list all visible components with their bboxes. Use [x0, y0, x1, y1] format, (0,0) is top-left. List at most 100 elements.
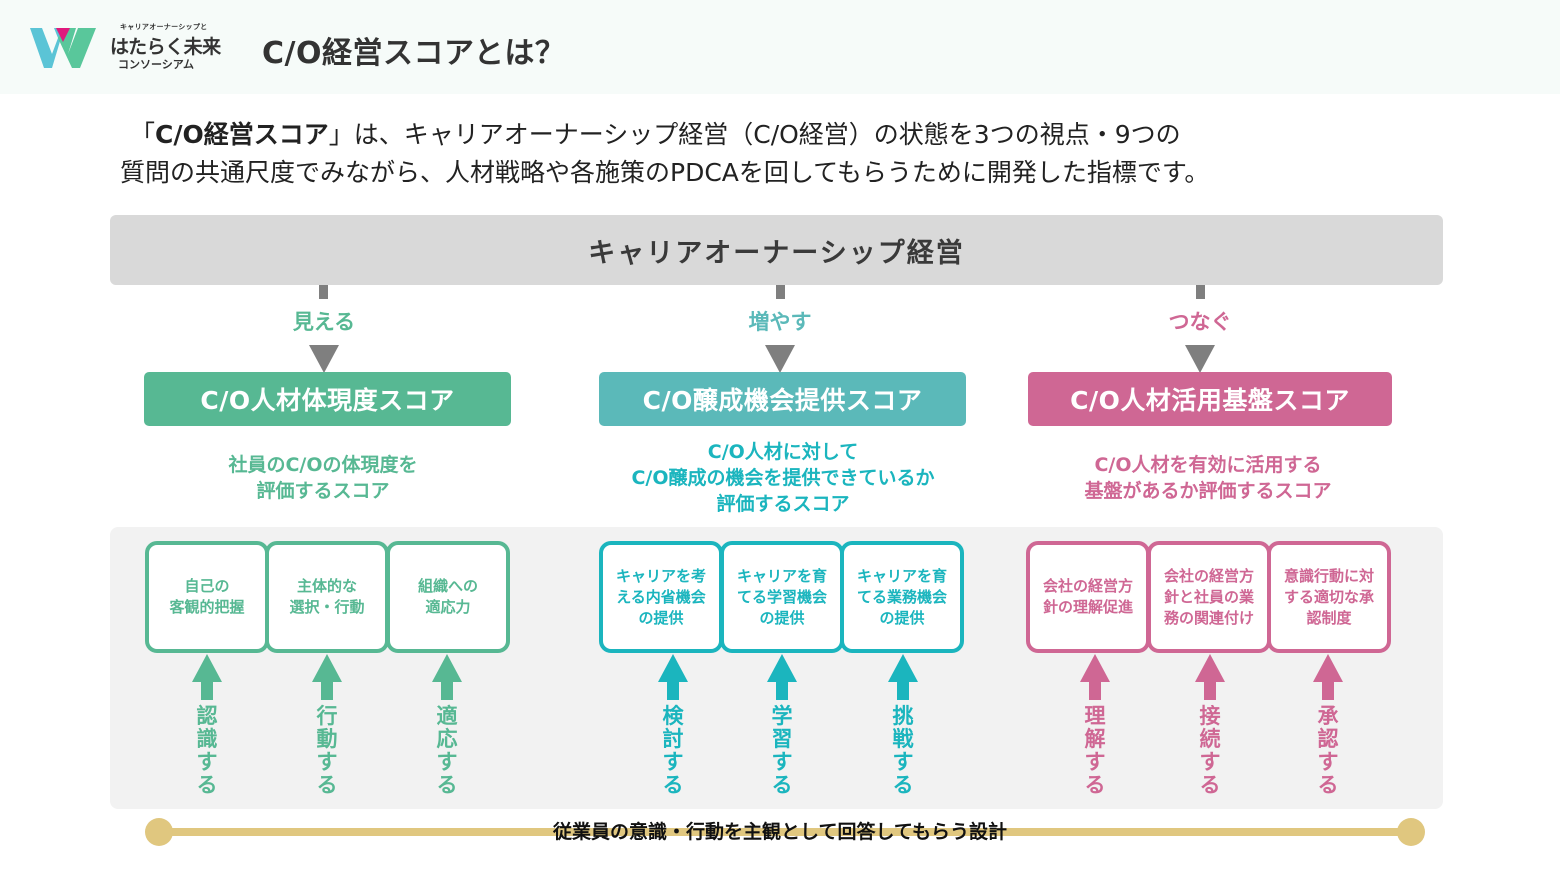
perspective-verb: 見える	[292, 310, 356, 334]
score-box-foundation[interactable]: C/O人材活用基盤スコア	[1028, 372, 1392, 426]
action-char: る	[196, 773, 218, 797]
score-description: C/O人材を有効に活用する 基盤があるか評価するスコア	[1084, 452, 1331, 504]
perspective-verb: つなぐ	[1168, 310, 1232, 334]
bracket-open: 「	[130, 120, 156, 149]
action-char: す	[662, 750, 684, 774]
question-line: キャリアを育	[736, 566, 827, 585]
action-label: 認識する	[192, 705, 222, 797]
action-char: る	[1084, 773, 1106, 797]
w-logo-icon	[30, 28, 96, 68]
down-arrow-icon	[309, 345, 339, 373]
perspective-verb: 増やす	[748, 310, 812, 334]
question-line: 意識行動に対	[1283, 566, 1374, 585]
question-line: 会社の経営方	[1042, 577, 1133, 595]
question-box[interactable]: キャリアを考える内省機会の提供	[599, 541, 723, 653]
question-box[interactable]: 意識行動に対する適切な承認制度	[1267, 541, 1391, 653]
action-char: す	[1317, 750, 1339, 774]
question-box[interactable]: 主体的な選択・行動	[265, 541, 389, 653]
action-char: 認	[1317, 727, 1339, 751]
question-box[interactable]: キャリアを育てる学習機会の提供	[720, 541, 844, 653]
action-char: 解	[1084, 727, 1106, 751]
question-box[interactable]: 組織への適応力	[386, 541, 510, 653]
action-char: す	[771, 750, 793, 774]
action-char: す	[316, 750, 338, 774]
question-line: 主体的な	[296, 577, 357, 595]
action-char: 行	[316, 704, 338, 728]
consortium-logo[interactable]: キャリアオーナーシップと はたらく未来 コンソーシアム	[28, 22, 221, 72]
action-char: す	[196, 750, 218, 774]
up-arrow-icon	[888, 654, 918, 700]
action-char: す	[436, 750, 458, 774]
question-box[interactable]: キャリアを育てる業務機会の提供	[840, 541, 964, 653]
question-box[interactable]: 会社の経営方針と社員の業務の関連付け	[1147, 541, 1271, 653]
question-line: の提供	[759, 608, 805, 627]
question-line: てる業務機会	[856, 587, 947, 606]
question-line: 客観的把握	[169, 598, 245, 616]
question-line: キャリアを考	[615, 566, 706, 585]
action-label: 検討する	[658, 705, 688, 797]
action-char: 学	[771, 704, 793, 728]
desc-line: C/O人材に対して	[707, 441, 859, 463]
action-char: す	[892, 750, 914, 774]
action-char: 戦	[892, 727, 914, 751]
up-arrow-icon	[1195, 654, 1225, 700]
action-label: 行動する	[312, 705, 342, 797]
action-char: す	[1084, 750, 1106, 774]
action-char: 動	[316, 727, 338, 751]
action-char: 認	[196, 704, 218, 728]
up-arrow-icon	[432, 654, 462, 700]
desc-line: C/O醸成の機会を提供できているか	[631, 467, 935, 489]
action-char: 挑	[892, 704, 914, 728]
action-char: 理	[1084, 704, 1106, 728]
action-char: 応	[436, 727, 458, 751]
down-arrow-icon	[1185, 345, 1215, 373]
connector-stem	[319, 285, 328, 299]
question-line: 務の関連付け	[1163, 608, 1254, 627]
question-line: の提供	[638, 608, 684, 627]
action-char: 接	[1199, 704, 1221, 728]
up-arrow-icon	[1313, 654, 1343, 700]
up-arrow-icon	[192, 654, 222, 700]
banner-label: キャリアオーナーシップ経営	[588, 237, 965, 269]
score-box-opportunity[interactable]: C/O醸成機会提供スコア	[599, 372, 966, 426]
intro-line-1: 「C/O経営スコア」は、キャリアオーナーシップ経営（C/O経営）の状態を3つの視…	[120, 116, 1460, 154]
question-line: する適切な承	[1283, 587, 1374, 606]
design-note: 従業員の意識・行動を主観として回答してもらう設計	[0, 817, 1560, 844]
down-arrow-icon	[765, 345, 795, 373]
action-char: る	[436, 773, 458, 797]
action-char: る	[771, 773, 793, 797]
connector-stem	[776, 285, 785, 299]
action-char: る	[662, 773, 684, 797]
action-char: 検	[662, 704, 684, 728]
desc-line: 社員のC/Oの体現度を	[228, 454, 418, 476]
connector-stem	[1196, 285, 1205, 299]
action-char: 続	[1199, 727, 1221, 751]
score-box-embodiment[interactable]: C/O人材体現度スコア	[144, 372, 511, 426]
logo-name: はたらく未来	[110, 36, 221, 58]
career-ownership-banner: キャリアオーナーシップ経営	[110, 215, 1443, 285]
question-line: キャリアを育	[856, 566, 947, 585]
question-line: てる学習機会	[736, 587, 827, 606]
score-description: C/O人材に対して C/O醸成の機会を提供できているか 評価するスコア	[631, 439, 934, 517]
page-title: C/O経営スコアとは？	[262, 36, 566, 71]
question-line: 針の理解促進	[1042, 598, 1133, 616]
question-line: 認制度	[1306, 608, 1352, 627]
question-line: 組織への	[417, 577, 478, 595]
question-box[interactable]: 会社の経営方針の理解促進	[1026, 541, 1150, 653]
question-box[interactable]: 自己の客観的把握	[145, 541, 269, 653]
header-bar: キャリアオーナーシップと はたらく未来 コンソーシアム C/O経営スコアとは？	[0, 0, 1560, 94]
up-arrow-icon	[1080, 654, 1110, 700]
desc-line: 評価するスコア	[256, 480, 390, 502]
up-arrow-icon	[312, 654, 342, 700]
action-label: 理解する	[1080, 705, 1110, 797]
question-line: える内省機会	[616, 587, 706, 606]
action-char: る	[1199, 773, 1221, 797]
up-arrow-icon	[767, 654, 797, 700]
action-label: 適応する	[432, 705, 462, 797]
design-timeline	[145, 818, 1425, 846]
timeline-end-dot	[1397, 818, 1425, 846]
question-line: 自己の	[184, 577, 230, 595]
action-char: 承	[1317, 704, 1339, 728]
logo-subname: コンソーシアム	[118, 58, 195, 71]
intro-line-2: 質問の共通尺度でみながら、人材戦略や各施策のPDCAを回してもらうために開発した…	[120, 158, 1210, 187]
